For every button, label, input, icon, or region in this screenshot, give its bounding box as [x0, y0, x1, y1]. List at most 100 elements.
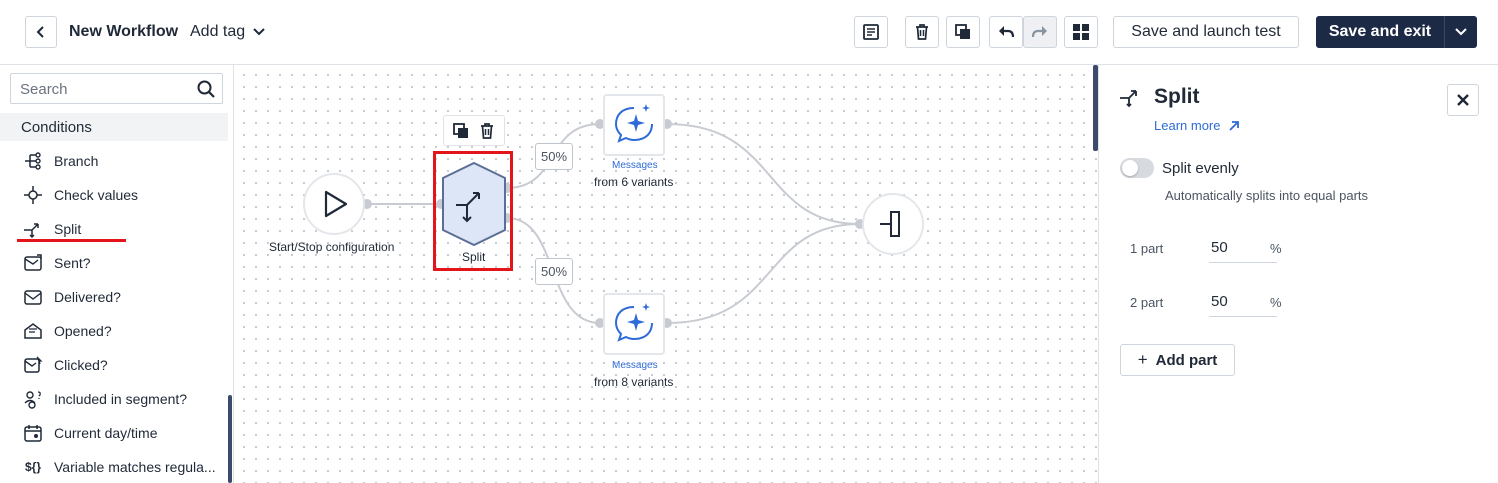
list-item-included-in-segment[interactable]: Included in segment? — [0, 382, 228, 416]
split-evenly-toggle[interactable] — [1120, 158, 1154, 178]
add-tag-dropdown[interactable]: Add tag — [190, 23, 265, 41]
segment-icon — [21, 387, 45, 411]
start-node[interactable] — [303, 173, 365, 235]
trash-icon[interactable] — [478, 122, 496, 140]
list-item-label: Current day/time — [54, 425, 158, 441]
split-icon — [456, 192, 480, 223]
redo-button[interactable] — [1023, 16, 1057, 48]
list-item-sent[interactable]: Sent? — [0, 246, 228, 280]
conditions-panel: Search Conditions Branch Check values Sp… — [0, 65, 234, 483]
conditions-list: Branch Check values Split Sent? Delivere… — [0, 144, 228, 483]
copy-icon — [955, 24, 970, 39]
part-2-input[interactable]: 50 — [1209, 287, 1277, 317]
play-icon — [324, 190, 348, 218]
list-item-label: Included in segment? — [54, 391, 188, 407]
external-link-icon — [1229, 120, 1240, 131]
exit-icon — [880, 211, 900, 237]
branch-icon — [21, 149, 45, 173]
list-item-clicked[interactable]: Clicked? — [0, 348, 228, 382]
save-and-launch-test-button[interactable]: Save and launch test — [1113, 16, 1299, 48]
ai-message-icon — [614, 306, 653, 342]
canvas-scrollbar[interactable] — [1093, 65, 1098, 151]
selection-highlight — [433, 151, 513, 271]
add-part-button[interactable]: + Add part — [1120, 344, 1235, 376]
learn-more-link[interactable]: Learn more — [1154, 118, 1240, 133]
chevron-down-icon — [253, 28, 265, 36]
save-options-toggle[interactable] — [1444, 16, 1477, 48]
split-evenly-description: Automatically splits into equal parts — [1165, 188, 1369, 203]
conditions-heading: Conditions — [0, 113, 228, 141]
close-panel-button[interactable] — [1447, 84, 1479, 116]
search-input[interactable]: Search — [20, 81, 68, 98]
learn-more-label: Learn more — [1154, 118, 1221, 133]
back-button[interactable] — [25, 16, 57, 48]
list-item-delivered[interactable]: Delivered? — [0, 280, 228, 314]
search-icon[interactable] — [196, 79, 216, 99]
start-node-label: Start/Stop configuration — [269, 240, 395, 254]
list-item-label: Check values — [54, 187, 139, 203]
copy-button[interactable] — [946, 16, 980, 48]
save-and-exit-button[interactable]: Save and exit — [1316, 16, 1477, 48]
add-tag-label: Add tag — [190, 23, 246, 40]
search-box[interactable]: Search — [10, 73, 223, 104]
panel-title: Split — [1154, 85, 1200, 108]
list-item-label: Sent? — [54, 255, 91, 271]
copy-icon[interactable] — [452, 122, 470, 140]
workflow-diagram — [303, 94, 924, 355]
end-node[interactable] — [862, 193, 924, 255]
split-icon — [21, 217, 45, 241]
top-bar: New Workflow Add tag Save and launch tes… — [0, 0, 1498, 65]
list-item-variable-matches[interactable]: ${} Variable matches regula... — [0, 450, 228, 483]
list-item-opened[interactable]: Opened? — [0, 314, 228, 348]
notes-button[interactable] — [854, 16, 888, 48]
list-item-split[interactable]: Split — [0, 212, 228, 246]
list-item-label: Clicked? — [54, 357, 108, 373]
grid-icon — [1073, 24, 1089, 40]
check-values-icon — [21, 183, 45, 207]
part-1-unit: % — [1270, 241, 1282, 256]
list-item-check-values[interactable]: Check values — [0, 178, 228, 212]
split-node-label: Split — [462, 250, 486, 264]
message-bottom-kind: Messages — [612, 360, 658, 371]
undo-button[interactable] — [989, 16, 1023, 48]
chevron-down-icon — [1455, 28, 1467, 36]
split-settings-panel: Split Learn more Split evenly Automatica… — [1098, 65, 1498, 483]
note-icon — [863, 24, 879, 40]
part-2-unit: % — [1270, 295, 1282, 310]
trash-icon — [916, 24, 928, 40]
split-evenly-label: Split evenly — [1162, 160, 1239, 177]
node-toolbar — [443, 115, 505, 146]
workflow-title: New Workflow — [69, 23, 179, 40]
list-item-branch[interactable]: Branch — [0, 144, 228, 178]
delivered-icon — [21, 285, 45, 309]
part-1-input[interactable]: 50 — [1209, 233, 1277, 263]
list-item-label: Opened? — [54, 323, 112, 339]
variable-icon: ${} — [24, 460, 41, 474]
toggle-knob — [1122, 160, 1138, 176]
left-panel-scrollbar[interactable] — [228, 395, 232, 483]
message-node-top[interactable] — [603, 94, 665, 156]
opened-icon — [21, 319, 45, 343]
port — [595, 318, 605, 328]
port — [595, 119, 605, 129]
list-item-label: Split — [54, 221, 82, 237]
sent-icon — [21, 251, 45, 275]
calendar-icon — [21, 421, 45, 445]
part-2-label: 2 part — [1130, 295, 1164, 310]
message-top-variants: from 6 variants — [594, 175, 674, 189]
message-top-kind: Messages — [612, 160, 658, 171]
workflow-canvas[interactable] — [234, 65, 1098, 483]
clicked-icon — [21, 353, 45, 377]
layout-button[interactable] — [1064, 16, 1098, 48]
split-node[interactable] — [442, 161, 506, 247]
list-item-label: Delivered? — [54, 289, 121, 305]
message-node-bottom[interactable] — [603, 293, 665, 355]
ai-message-icon — [614, 107, 653, 143]
delete-button[interactable] — [905, 16, 939, 48]
list-item-current-day-time[interactable]: Current day/time — [0, 416, 228, 450]
list-item-label: Branch — [54, 153, 99, 169]
undo-icon — [999, 26, 1015, 38]
connector-top-end — [666, 123, 861, 225]
redo-icon — [1031, 26, 1047, 38]
connector-bottom-end — [666, 223, 861, 324]
